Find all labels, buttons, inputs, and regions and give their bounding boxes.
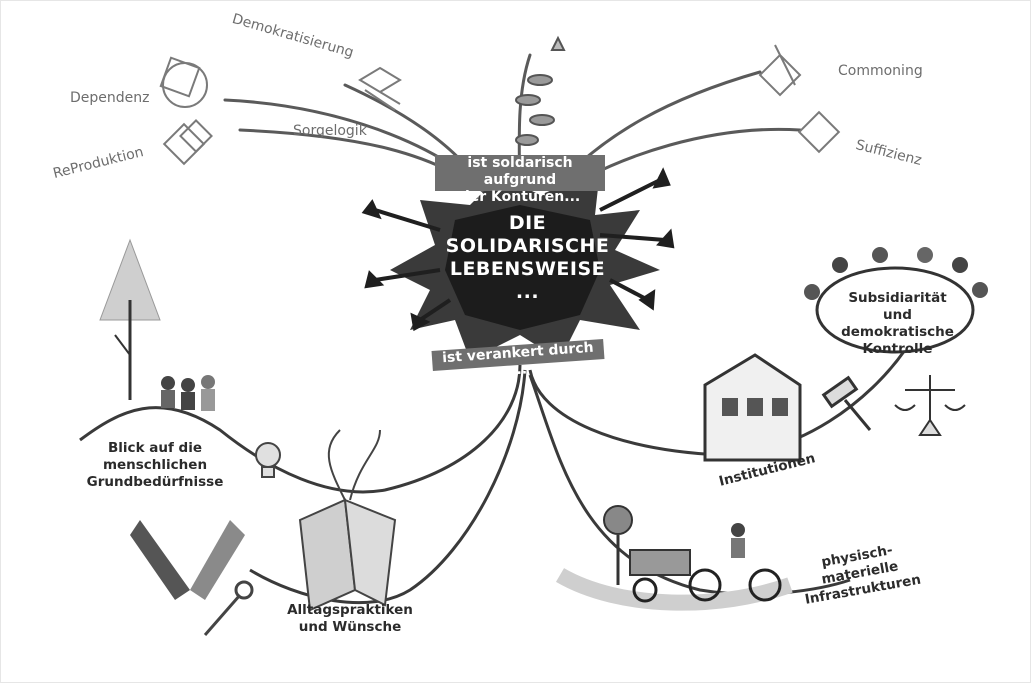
banner-top: ist soldarisch aufgrund der Konturen... — [435, 155, 605, 205]
label-commoning: Commoning — [838, 63, 923, 79]
label-dependenz: Dependenz — [70, 90, 150, 106]
label-sorgelogik: Sorgelogik — [293, 123, 367, 139]
banner-top-line-1: ist soldarisch aufgrund — [467, 155, 573, 188]
hands-icon — [130, 520, 245, 600]
banner-top-line-2: der Konturen... — [459, 189, 581, 205]
dependenz-icon — [162, 62, 208, 108]
label-subsidiaritaet: Subsidiarität und demokratische Kontroll… — [840, 290, 955, 358]
alltag-line-1: Alltagspraktiken — [287, 602, 413, 618]
round-table-icon — [804, 247, 988, 354]
contour-icons — [159, 44, 841, 166]
subsidiaritaet-line-1: Subsidiarität — [848, 290, 947, 306]
label-alltagspraktiken: Alltagspraktiken und Wünsche — [280, 602, 420, 636]
grundbeduerfnisse-line-1: Blick auf die — [108, 440, 202, 456]
people-group-icon — [161, 375, 215, 411]
subsidiaritaet-line-3: Kontrolle — [862, 341, 933, 357]
arrows — [361, 167, 675, 332]
demokratisierung-icon — [358, 66, 402, 111]
lightbulb-icon — [255, 442, 281, 478]
scales-icon — [894, 375, 966, 436]
alltag-line-2: und Wünsche — [298, 619, 402, 635]
central-title-line-2: SOLIDARISCHE — [445, 235, 610, 257]
grundbeduerfnisse-line-3: Grundbedürfnisse — [86, 474, 224, 490]
central-title-line-4: ... — [515, 281, 540, 303]
wrench-icon — [203, 580, 254, 636]
suffizienz-icon — [797, 110, 841, 154]
bike-sign-icon — [603, 505, 633, 585]
gavel-icon — [821, 375, 872, 431]
central-title-line-1: DIE — [508, 212, 547, 234]
grundbeduerfnisse-line-2: menschlichen — [102, 457, 208, 473]
book-plant-icon — [298, 429, 397, 612]
commoning-icon — [758, 44, 802, 97]
central-title-line-3: LEBENSWEISE — [449, 258, 606, 280]
subsidiaritaet-line-2: und demokratische — [841, 307, 954, 340]
central-title: DIE SOLIDARISCHE LEBENSWEISE ... — [440, 212, 615, 304]
house-icon — [703, 353, 802, 462]
central-burst — [390, 170, 660, 360]
plant-icon — [515, 35, 566, 146]
cargo-bike-icon — [555, 523, 793, 611]
reproduktion-icon — [162, 122, 206, 166]
tree-icon — [99, 238, 161, 400]
label-grundbeduerfnisse: Blick auf die menschlichen Grundbedürfni… — [75, 440, 235, 491]
